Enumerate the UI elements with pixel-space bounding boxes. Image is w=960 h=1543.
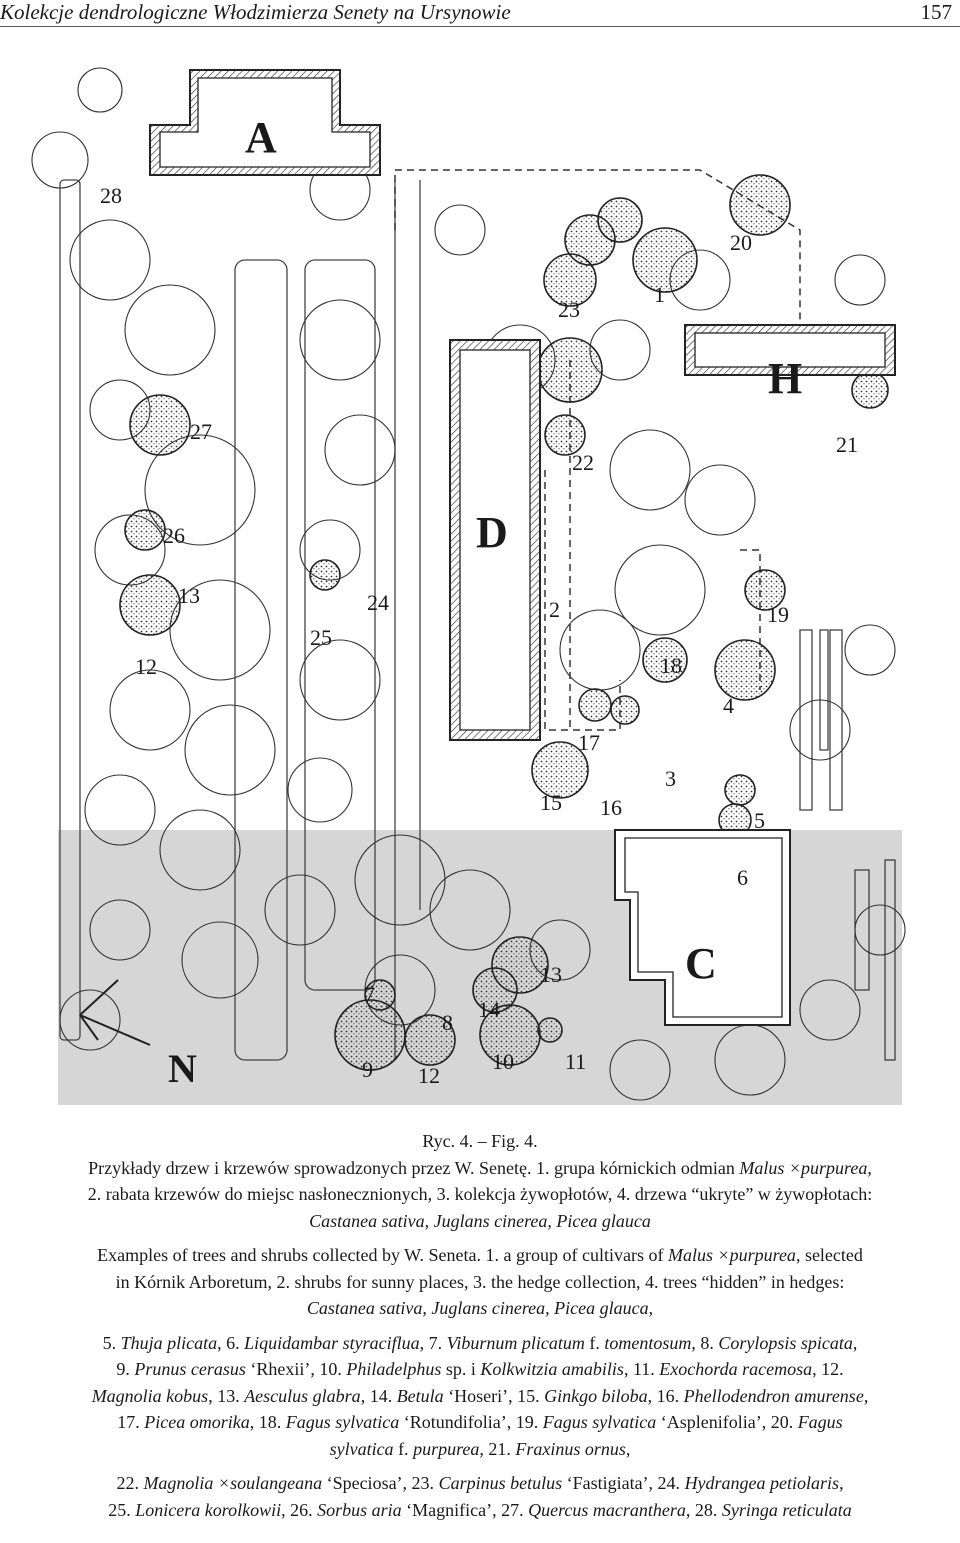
species-list-line-7: 25. Lonicera korolkowii, 26. Sorbus aria…	[108, 1499, 852, 1520]
tree-label-28: 28	[100, 183, 122, 208]
paths	[59, 179, 421, 1061]
tree-label-26: 26	[163, 523, 185, 548]
page-number: 157	[920, 0, 953, 24]
tree-number-labels: 28 1 20 23 27 21 22 26 13 24 25 2 19 12 …	[100, 183, 858, 1088]
tree-label-1: 1	[654, 282, 665, 307]
caption-polish-line-1: Przykłady drzew i krzewów sprowadzonych …	[88, 1157, 872, 1178]
species-list-line-1: 5. Thuja plicata, 6. Liquidambar styraci…	[102, 1332, 858, 1353]
caption-polish-line-2: 2. rabata krzewów do miejsc nasłonecznio…	[87, 1184, 873, 1204]
caption-polish-line-3: Castanea sativa, Juglans cinerea, Picea …	[309, 1210, 651, 1231]
building-label-d: D	[476, 508, 508, 557]
tree-label-14: 14	[478, 997, 500, 1022]
tree-label-25: 25	[310, 625, 332, 650]
tree-label-8: 8	[442, 1010, 453, 1035]
tree-label-11: 11	[565, 1049, 586, 1074]
building-label-c: C	[685, 939, 717, 988]
site-plan-figure: N A H D C 28 1 20 23 27 21 22 26 13 24 2…	[31, 67, 906, 1105]
tree-label-17: 17	[578, 730, 600, 755]
tree-crowns	[31, 67, 906, 1101]
tree-label-21: 21	[836, 432, 858, 457]
tree-label-12b: 12	[418, 1063, 440, 1088]
hedge-blocks	[799, 629, 896, 1061]
tree-label-13b: 13	[540, 962, 562, 987]
tree-label-27: 27	[190, 419, 212, 444]
north-arrow	[79, 979, 151, 1046]
tree-label-9: 9	[362, 1057, 373, 1082]
building-c	[614, 829, 791, 1026]
building-walls	[150, 70, 895, 740]
tree-label-19: 19	[767, 602, 789, 627]
tree-label-12a: 12	[135, 654, 157, 679]
species-list-line-2: 9. Prunus cerasus ‘Rhexii’, 10. Philadel…	[116, 1359, 844, 1379]
species-list-line-5: sylvatica f. purpurea, 21. Fraxinus ornu…	[329, 1438, 631, 1459]
north-label: N	[168, 1046, 197, 1091]
species-list-line-4: 17. Picea omorika, 18. Fagus sylvatica ‘…	[117, 1412, 843, 1432]
tree-label-4: 4	[723, 693, 734, 718]
tree-label-7: 7	[364, 982, 375, 1007]
running-header: Kolekcje dendrologiczne Włodzimierza Sen…	[0, 0, 960, 27]
tree-label-22: 22	[572, 450, 594, 475]
tree-label-13a: 13	[178, 583, 200, 608]
tree-label-15: 15	[540, 790, 562, 815]
tree-label-2: 2	[549, 597, 560, 622]
species-list-line-3: Magnolia kobus, 13. Aesculus glabra, 14.…	[91, 1385, 869, 1406]
figure-caption: Ryc. 4. – Fig. 4. Przykłady drzew i krze…	[0, 1128, 960, 1523]
caption-english-line-2: in Kórnik Arboretum, 2. shrubs for sunny…	[115, 1271, 845, 1292]
building-label-h: H	[768, 354, 802, 403]
tree-label-6: 6	[737, 865, 748, 890]
tree-label-5: 5	[754, 808, 765, 833]
building-label-a: A	[245, 113, 277, 162]
species-list-line-6: 22. Magnolia ×soulangeana ‘Speciosa’, 23…	[116, 1473, 844, 1493]
tree-label-23: 23	[558, 297, 580, 322]
specimen-trees	[119, 174, 889, 1071]
caption-english-line-3: Castanea sativa, Juglans cinerea, Picea …	[306, 1298, 654, 1318]
tree-label-16: 16	[600, 795, 622, 820]
tree-label-24: 24	[367, 590, 389, 615]
tree-label-10: 10	[492, 1049, 514, 1074]
building-c-inner	[624, 837, 783, 1018]
tree-label-20: 20	[730, 230, 752, 255]
caption-english-line-1: Examples of trees and shrubs collected b…	[97, 1245, 863, 1265]
figure-label: Ryc. 4. – Fig. 4.	[422, 1131, 538, 1151]
buildings	[149, 69, 896, 1026]
tree-label-3: 3	[665, 766, 676, 791]
running-title: Kolekcje dendrologiczne Włodzimierza Sen…	[0, 0, 511, 24]
tree-label-18: 18	[660, 653, 682, 678]
